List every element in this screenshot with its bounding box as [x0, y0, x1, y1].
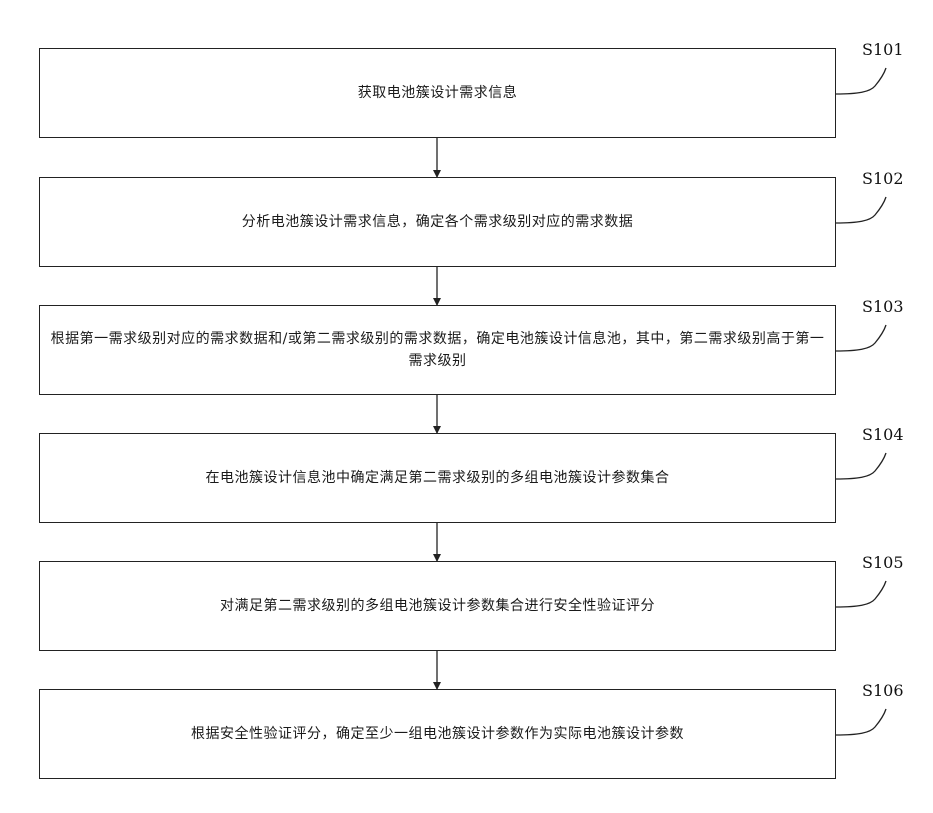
leader-s103	[836, 325, 886, 351]
step-label-s101: S101	[862, 40, 904, 59]
leader-s105	[836, 581, 886, 607]
step-text-s105: 对满足第二需求级别的多组电池簇设计参数集合进行安全性验证评分	[214, 595, 661, 617]
step-text-s102: 分析电池簇设计需求信息，确定各个需求级别对应的需求数据	[236, 211, 640, 233]
step-text-s104: 在电池簇设计信息池中确定满足第二需求级别的多组电池簇设计参数集合	[200, 467, 676, 489]
leader-s104	[836, 453, 886, 479]
step-box-s102: 分析电池簇设计需求信息，确定各个需求级别对应的需求数据	[39, 177, 836, 267]
leader-s101	[836, 68, 886, 94]
step-box-s105: 对满足第二需求级别的多组电池簇设计参数集合进行安全性验证评分	[39, 561, 836, 651]
step-box-s106: 根据安全性验证评分，确定至少一组电池簇设计参数作为实际电池簇设计参数	[39, 689, 836, 779]
step-box-s103: 根据第一需求级别对应的需求数据和/或第二需求级别的需求数据，确定电池簇设计信息池…	[39, 305, 836, 395]
step-label-s102: S102	[862, 169, 904, 188]
leader-s102	[836, 197, 886, 223]
step-text-s106: 根据安全性验证评分，确定至少一组电池簇设计参数作为实际电池簇设计参数	[185, 723, 690, 745]
step-label-s103: S103	[862, 297, 904, 316]
step-label-s105: S105	[862, 553, 904, 572]
step-text-s101: 获取电池簇设计需求信息	[352, 82, 524, 104]
step-text-s103: 根据第一需求级别对应的需求数据和/或第二需求级别的需求数据，确定电池簇设计信息池…	[40, 328, 835, 372]
step-box-s101: 获取电池簇设计需求信息	[39, 48, 836, 138]
leader-s106	[836, 709, 886, 735]
step-label-s104: S104	[862, 425, 904, 444]
step-box-s104: 在电池簇设计信息池中确定满足第二需求级别的多组电池簇设计参数集合	[39, 433, 836, 523]
step-label-s106: S106	[862, 681, 904, 700]
